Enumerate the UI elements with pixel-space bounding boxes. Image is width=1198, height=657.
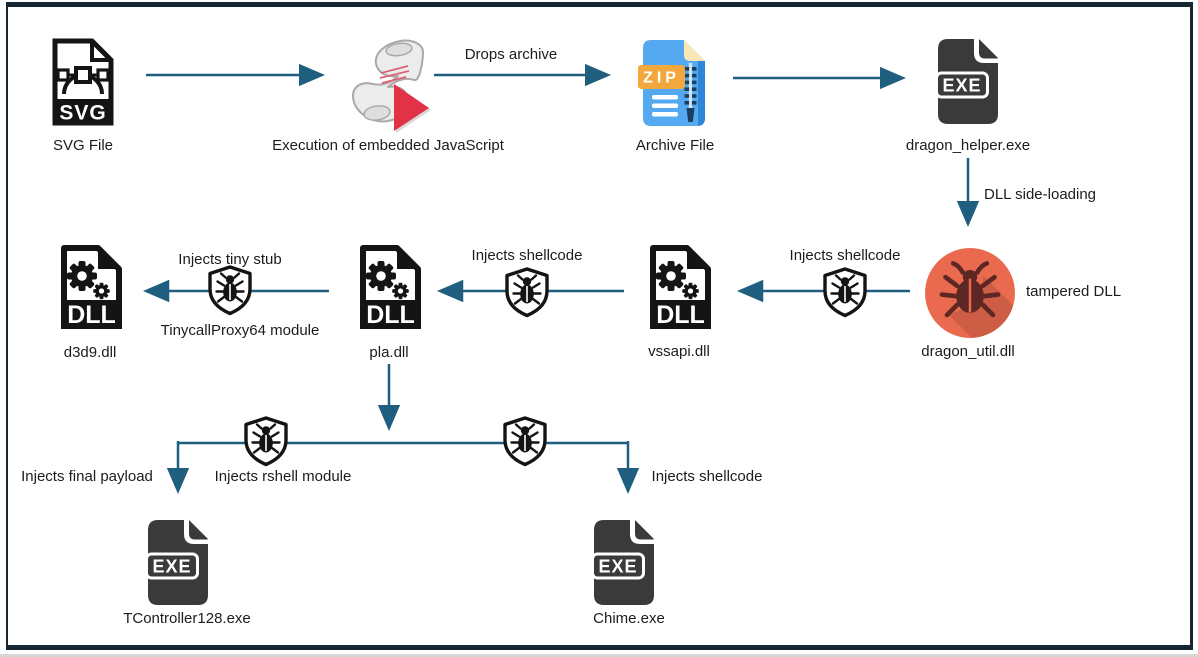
shield-bug-icon-branch-right <box>501 415 549 467</box>
tampered-dll-bug-icon <box>925 248 1015 338</box>
tcontroller-caption: TController128.exe <box>123 610 251 627</box>
edge-label-injects-shellcode-right: Injects shellcode <box>789 247 901 264</box>
svg-badge-text: SVG <box>59 102 106 125</box>
zip-archive-icon: ZIP <box>638 40 705 126</box>
edge-label-injects-tiny-stub: Injects tiny stub <box>178 251 282 268</box>
zip-badge-text: ZIP <box>643 70 680 87</box>
edge-label-drops-archive: Drops archive <box>464 46 558 63</box>
edge-label-injects-rshell-module: Injects rshell module <box>214 468 352 485</box>
shield-bug-icon-left <box>206 264 254 316</box>
pla-caption: pla.dll <box>369 344 409 361</box>
vssapi-dll-icon <box>645 243 713 331</box>
chime-exe-icon <box>591 517 657 607</box>
chime-caption: Chime.exe <box>593 610 665 627</box>
shield-bug-icon-branch-left <box>242 415 290 467</box>
archive-caption: Archive File <box>635 137 715 154</box>
edge-label-tinycall-module: TinycallProxy64 module <box>160 322 320 339</box>
tcontroller-exe-icon <box>145 517 211 607</box>
edge-label-injects-shellcode-mid: Injects shellcode <box>471 247 583 264</box>
tampered-dll-annotation: tampered DLL <box>1026 283 1122 300</box>
d3d9-dll-icon <box>56 243 124 331</box>
dragon-util-caption: dragon_util.dll <box>921 343 1015 360</box>
script-caption: Execution of embedded JavaScript <box>272 137 504 154</box>
script-icon <box>352 39 431 133</box>
shield-bug-icon-mid <box>503 266 551 318</box>
edge-label-dll-side-loading: DLL side-loading <box>984 186 1097 203</box>
vssapi-caption: vssapi.dll <box>648 343 710 360</box>
svg-file-icon: SVG <box>52 38 114 126</box>
edge-label-injects-final-payload: Injects final payload <box>21 468 153 485</box>
dragon-helper-exe-icon <box>935 36 1001 126</box>
page-edge-line <box>0 654 1198 657</box>
d3d9-caption: d3d9.dll <box>63 344 117 361</box>
shield-bug-icon-right <box>821 266 869 318</box>
pla-dll-icon <box>355 243 423 331</box>
dragon-helper-caption: dragon_helper.exe <box>905 137 1031 154</box>
edge-label-injects-shellcode-bottom: Injects shellcode <box>651 468 763 485</box>
svg-file-caption: SVG File <box>52 137 114 154</box>
